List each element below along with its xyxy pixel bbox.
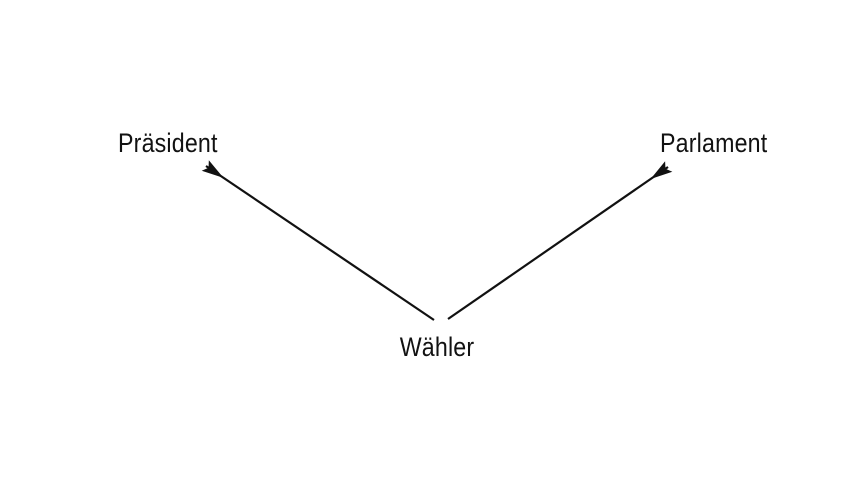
node-label-praesident: Präsident: [118, 128, 218, 158]
arrow-waehler-to-parlament: [447, 161, 673, 320]
node-label-parlament: Parlament: [660, 128, 768, 158]
arrow-waehler-to-praesident: [201, 160, 435, 321]
node-label-waehler: Wähler: [399, 332, 475, 362]
